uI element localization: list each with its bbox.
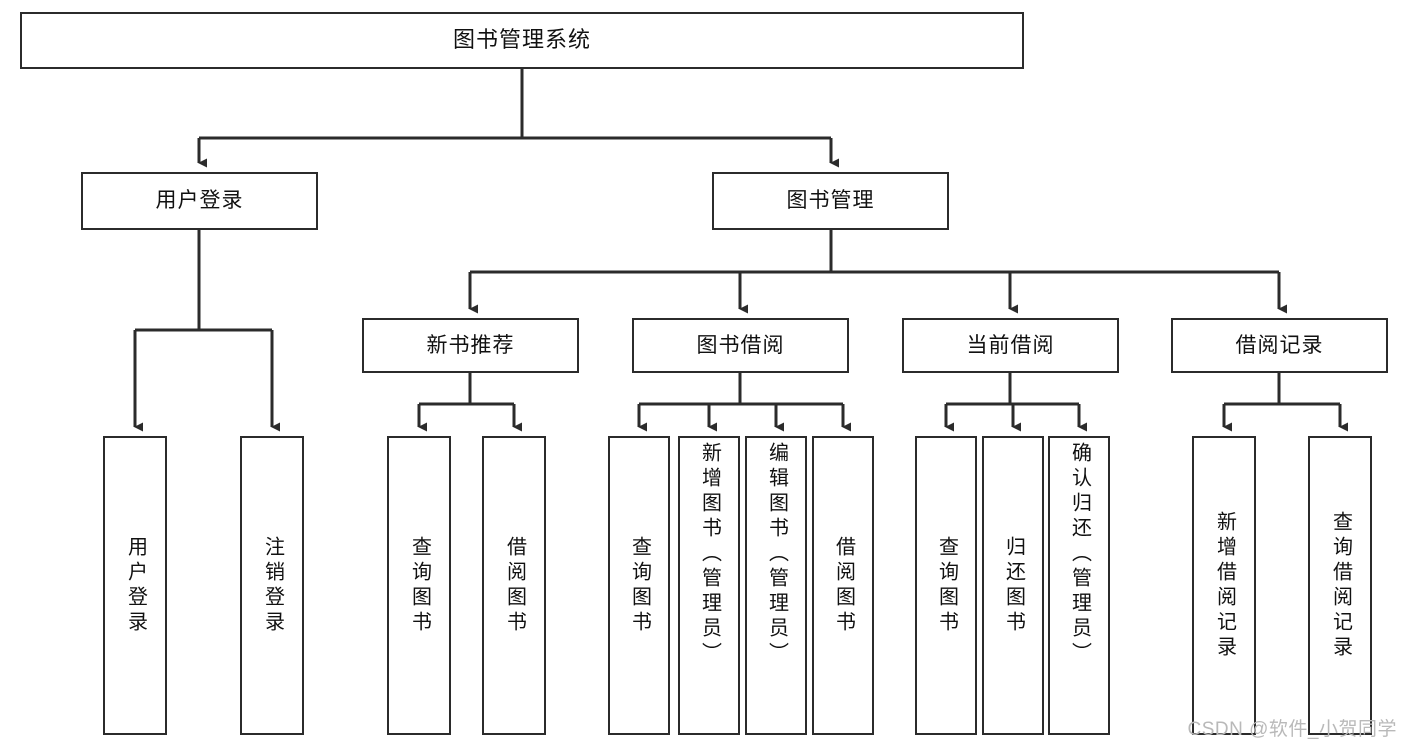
node-label: 借阅图书: [832, 535, 855, 636]
leaf-borrow-edit-book-admin[interactable]: 编辑图书（管理员）: [745, 436, 807, 735]
node-user-login[interactable]: 用户登录: [81, 172, 318, 230]
node-label: 归还图书: [1002, 535, 1025, 636]
leaf-current-query-book[interactable]: 查询图书: [915, 436, 977, 735]
leaf-current-return-book[interactable]: 归还图书: [982, 436, 1044, 735]
node-label: 借阅记录: [1235, 333, 1324, 357]
node-label: 图书借阅: [696, 333, 785, 357]
node-root-book-management-system[interactable]: 图书管理系统: [20, 12, 1024, 69]
node-label: 编辑图书（管理员）: [765, 442, 788, 667]
node-label: 借阅图书: [503, 535, 526, 636]
node-label: 查询图书: [935, 535, 958, 636]
node-label: 图书管理: [786, 189, 875, 213]
node-label: 当前借阅: [966, 333, 1055, 357]
node-label: 查询借阅记录: [1329, 510, 1352, 661]
node-new-book-recommend[interactable]: 新书推荐: [362, 318, 579, 373]
node-current-borrow[interactable]: 当前借阅: [902, 318, 1119, 373]
node-label: 查询图书: [408, 535, 431, 636]
node-label: 用户登录: [124, 535, 147, 636]
node-label: 新增图书（管理员）: [698, 442, 721, 667]
node-label: 新增借阅记录: [1213, 510, 1236, 661]
node-label: 查询图书: [628, 535, 651, 636]
node-label: 确认归还（管理员）: [1068, 442, 1091, 667]
leaf-recommend-borrow-book[interactable]: 借阅图书: [482, 436, 546, 735]
node-label: 注销登录: [261, 535, 284, 636]
node-borrow-record[interactable]: 借阅记录: [1171, 318, 1388, 373]
leaf-recommend-query-book[interactable]: 查询图书: [387, 436, 451, 735]
leaf-user-logout[interactable]: 注销登录: [240, 436, 304, 735]
leaf-borrow-query-book[interactable]: 查询图书: [608, 436, 670, 735]
node-book-management[interactable]: 图书管理: [712, 172, 949, 230]
csdn-watermark: CSDN @软件_小贺同学: [1187, 719, 1397, 740]
leaf-record-query-record[interactable]: 查询借阅记录: [1308, 436, 1372, 735]
leaf-user-login[interactable]: 用户登录: [103, 436, 167, 735]
leaf-borrow-borrow-book[interactable]: 借阅图书: [812, 436, 874, 735]
node-book-borrow[interactable]: 图书借阅: [632, 318, 849, 373]
node-label: 新书推荐: [426, 333, 515, 357]
leaf-current-confirm-return-admin[interactable]: 确认归还（管理员）: [1048, 436, 1110, 735]
leaf-borrow-add-book-admin[interactable]: 新增图书（管理员）: [678, 436, 740, 735]
node-label: 图书管理系统: [452, 27, 591, 53]
leaf-record-add-record[interactable]: 新增借阅记录: [1192, 436, 1256, 735]
node-label: 用户登录: [155, 189, 244, 213]
